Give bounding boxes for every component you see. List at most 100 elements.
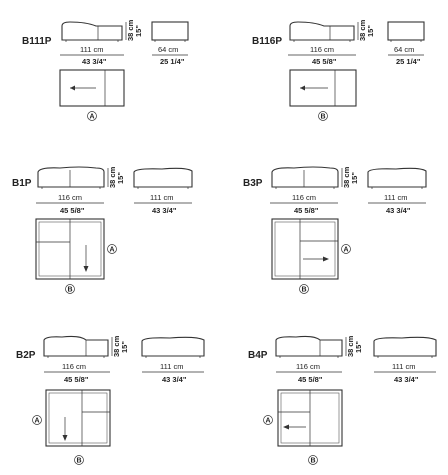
marker-side: A: [263, 415, 273, 425]
width-dimension-side: 111 cm 43 3/4": [134, 193, 192, 215]
height-dimension: 38 cm 15": [111, 335, 129, 357]
side-width-cm: 111 cm: [150, 193, 173, 202]
side-elevation: [133, 167, 193, 189]
height-in: 15": [350, 172, 359, 184]
width-in: 43 3/4": [82, 57, 107, 66]
marker-label: B: [301, 287, 306, 294]
marker-label: A: [34, 418, 39, 425]
side-width-in: 43 3/4": [394, 375, 419, 384]
height-dimension: 38 cm 15": [341, 166, 359, 188]
side-elevation: [367, 167, 427, 189]
height-cm: 38 cm: [358, 19, 367, 41]
module-b3p: B3P 38 cm 15" 116 cm 45 5/8" 111 cm 43 3…: [243, 166, 427, 294]
plan-view: [277, 389, 343, 447]
height-in: 15": [120, 341, 129, 353]
height-in: 15": [366, 25, 375, 37]
width-dimension-side: 111 cm 43 3/4": [368, 193, 426, 215]
module-code: B1P: [12, 178, 32, 189]
front-elevation: [43, 335, 109, 358]
height-cm: 38 cm: [112, 335, 121, 357]
module-code: B111P: [22, 36, 52, 47]
plan-view: [59, 69, 125, 107]
front-elevation: [289, 21, 355, 42]
height-in: 15": [134, 25, 143, 37]
height-dimension: 38 cm 15": [125, 19, 143, 41]
marker-side: A: [341, 244, 351, 254]
marker-label: A: [89, 114, 94, 121]
side-width-cm: 64 cm: [394, 45, 414, 54]
front-elevation: [61, 21, 123, 42]
width-in: 45 5/8": [64, 375, 89, 384]
side-width-in: 43 3/4": [162, 375, 187, 384]
width-cm: 116 cm: [62, 362, 86, 371]
width-dimension-side: 111 cm 43 3/4": [374, 362, 436, 384]
marker-bottom: B: [65, 284, 75, 294]
side-elevation: [387, 21, 425, 42]
height-in: 15": [116, 172, 125, 184]
width-dimension-main: 116 cm 45 5/8": [270, 193, 338, 215]
width-in: 45 5/8": [294, 206, 319, 215]
side-width-cm: 64 cm: [158, 45, 178, 54]
front-elevation: [271, 166, 339, 189]
width-cm: 116 cm: [310, 45, 334, 54]
marker-bottom: B: [74, 455, 84, 465]
module-b111p: B111P 38 cm 15" 111 cm 43 3/4" 64 cm 25 …: [22, 19, 189, 121]
front-elevation: [275, 335, 343, 358]
height-dimension: 38 cm 15": [345, 335, 363, 357]
width-dimension-main: 116 cm 45 5/8": [288, 45, 356, 66]
plan-view: [35, 218, 105, 280]
height-cm: 38 cm: [342, 166, 351, 188]
marker-label: B: [320, 114, 325, 121]
width-dimension-main: 116 cm 45 5/8": [276, 362, 342, 384]
height-cm: 38 cm: [346, 335, 355, 357]
side-elevation: [141, 336, 205, 358]
marker-circle: B: [318, 111, 328, 121]
height-dimension: 38 cm 15": [357, 19, 375, 41]
plan-view: [45, 389, 111, 447]
width-dimension-main: 116 cm 45 5/8": [44, 362, 110, 384]
height-dimension: 38 cm 15": [107, 166, 125, 188]
side-elevation: [373, 336, 437, 358]
side-width-cm: 111 cm: [392, 362, 415, 371]
side-width-in: 43 3/4": [386, 206, 411, 215]
marker-label: A: [109, 247, 114, 254]
width-dimension-side: 64 cm 25 1/4": [152, 45, 188, 66]
front-elevation: [37, 166, 105, 189]
marker-label: B: [310, 458, 315, 465]
width-in: 45 5/8": [298, 375, 323, 384]
width-dimension-side: 64 cm 25 1/4": [388, 45, 424, 66]
marker-circle: A: [87, 111, 97, 121]
height-in: 15": [354, 341, 363, 353]
module-code: B2P: [16, 350, 36, 361]
height-cm: 38 cm: [126, 19, 135, 41]
side-elevation: [151, 21, 189, 42]
module-code: B116P: [252, 36, 282, 47]
marker-bottom: B: [299, 284, 309, 294]
module-code: B3P: [243, 178, 263, 189]
height-cm: 38 cm: [108, 166, 117, 188]
marker-side: A: [32, 415, 42, 425]
marker-label: A: [265, 418, 270, 425]
side-width-cm: 111 cm: [160, 362, 183, 371]
side-width-in: 25 1/4": [160, 57, 185, 66]
width-in: 45 5/8": [60, 206, 85, 215]
marker-side: A: [107, 244, 117, 254]
side-width-in: 43 3/4": [152, 206, 177, 215]
module-code: B4P: [248, 350, 268, 361]
plan-view: [289, 69, 357, 107]
side-width-in: 25 1/4": [396, 57, 421, 66]
width-in: 45 5/8": [312, 57, 337, 66]
module-b4p: B4P 38 cm 15" 116 cm 45 5/8" 111 cm 43 3…: [248, 335, 437, 465]
marker-bottom: B: [308, 455, 318, 465]
width-cm: 116 cm: [292, 193, 316, 202]
width-dimension-main: 116 cm 45 5/8": [36, 193, 104, 215]
width-cm: 116 cm: [296, 362, 320, 371]
width-dimension-side: 111 cm 43 3/4": [142, 362, 204, 384]
module-b2p: B2P 38 cm 15" 116 cm 45 5/8" 111 cm 43 3…: [16, 335, 205, 465]
width-cm: 111 cm: [80, 45, 103, 54]
module-b116p: B116P 38 cm 15" 116 cm 45 5/8" 64 cm 25 …: [252, 19, 425, 121]
width-cm: 116 cm: [58, 193, 82, 202]
plan-view: [271, 218, 339, 280]
marker-label: B: [67, 287, 72, 294]
